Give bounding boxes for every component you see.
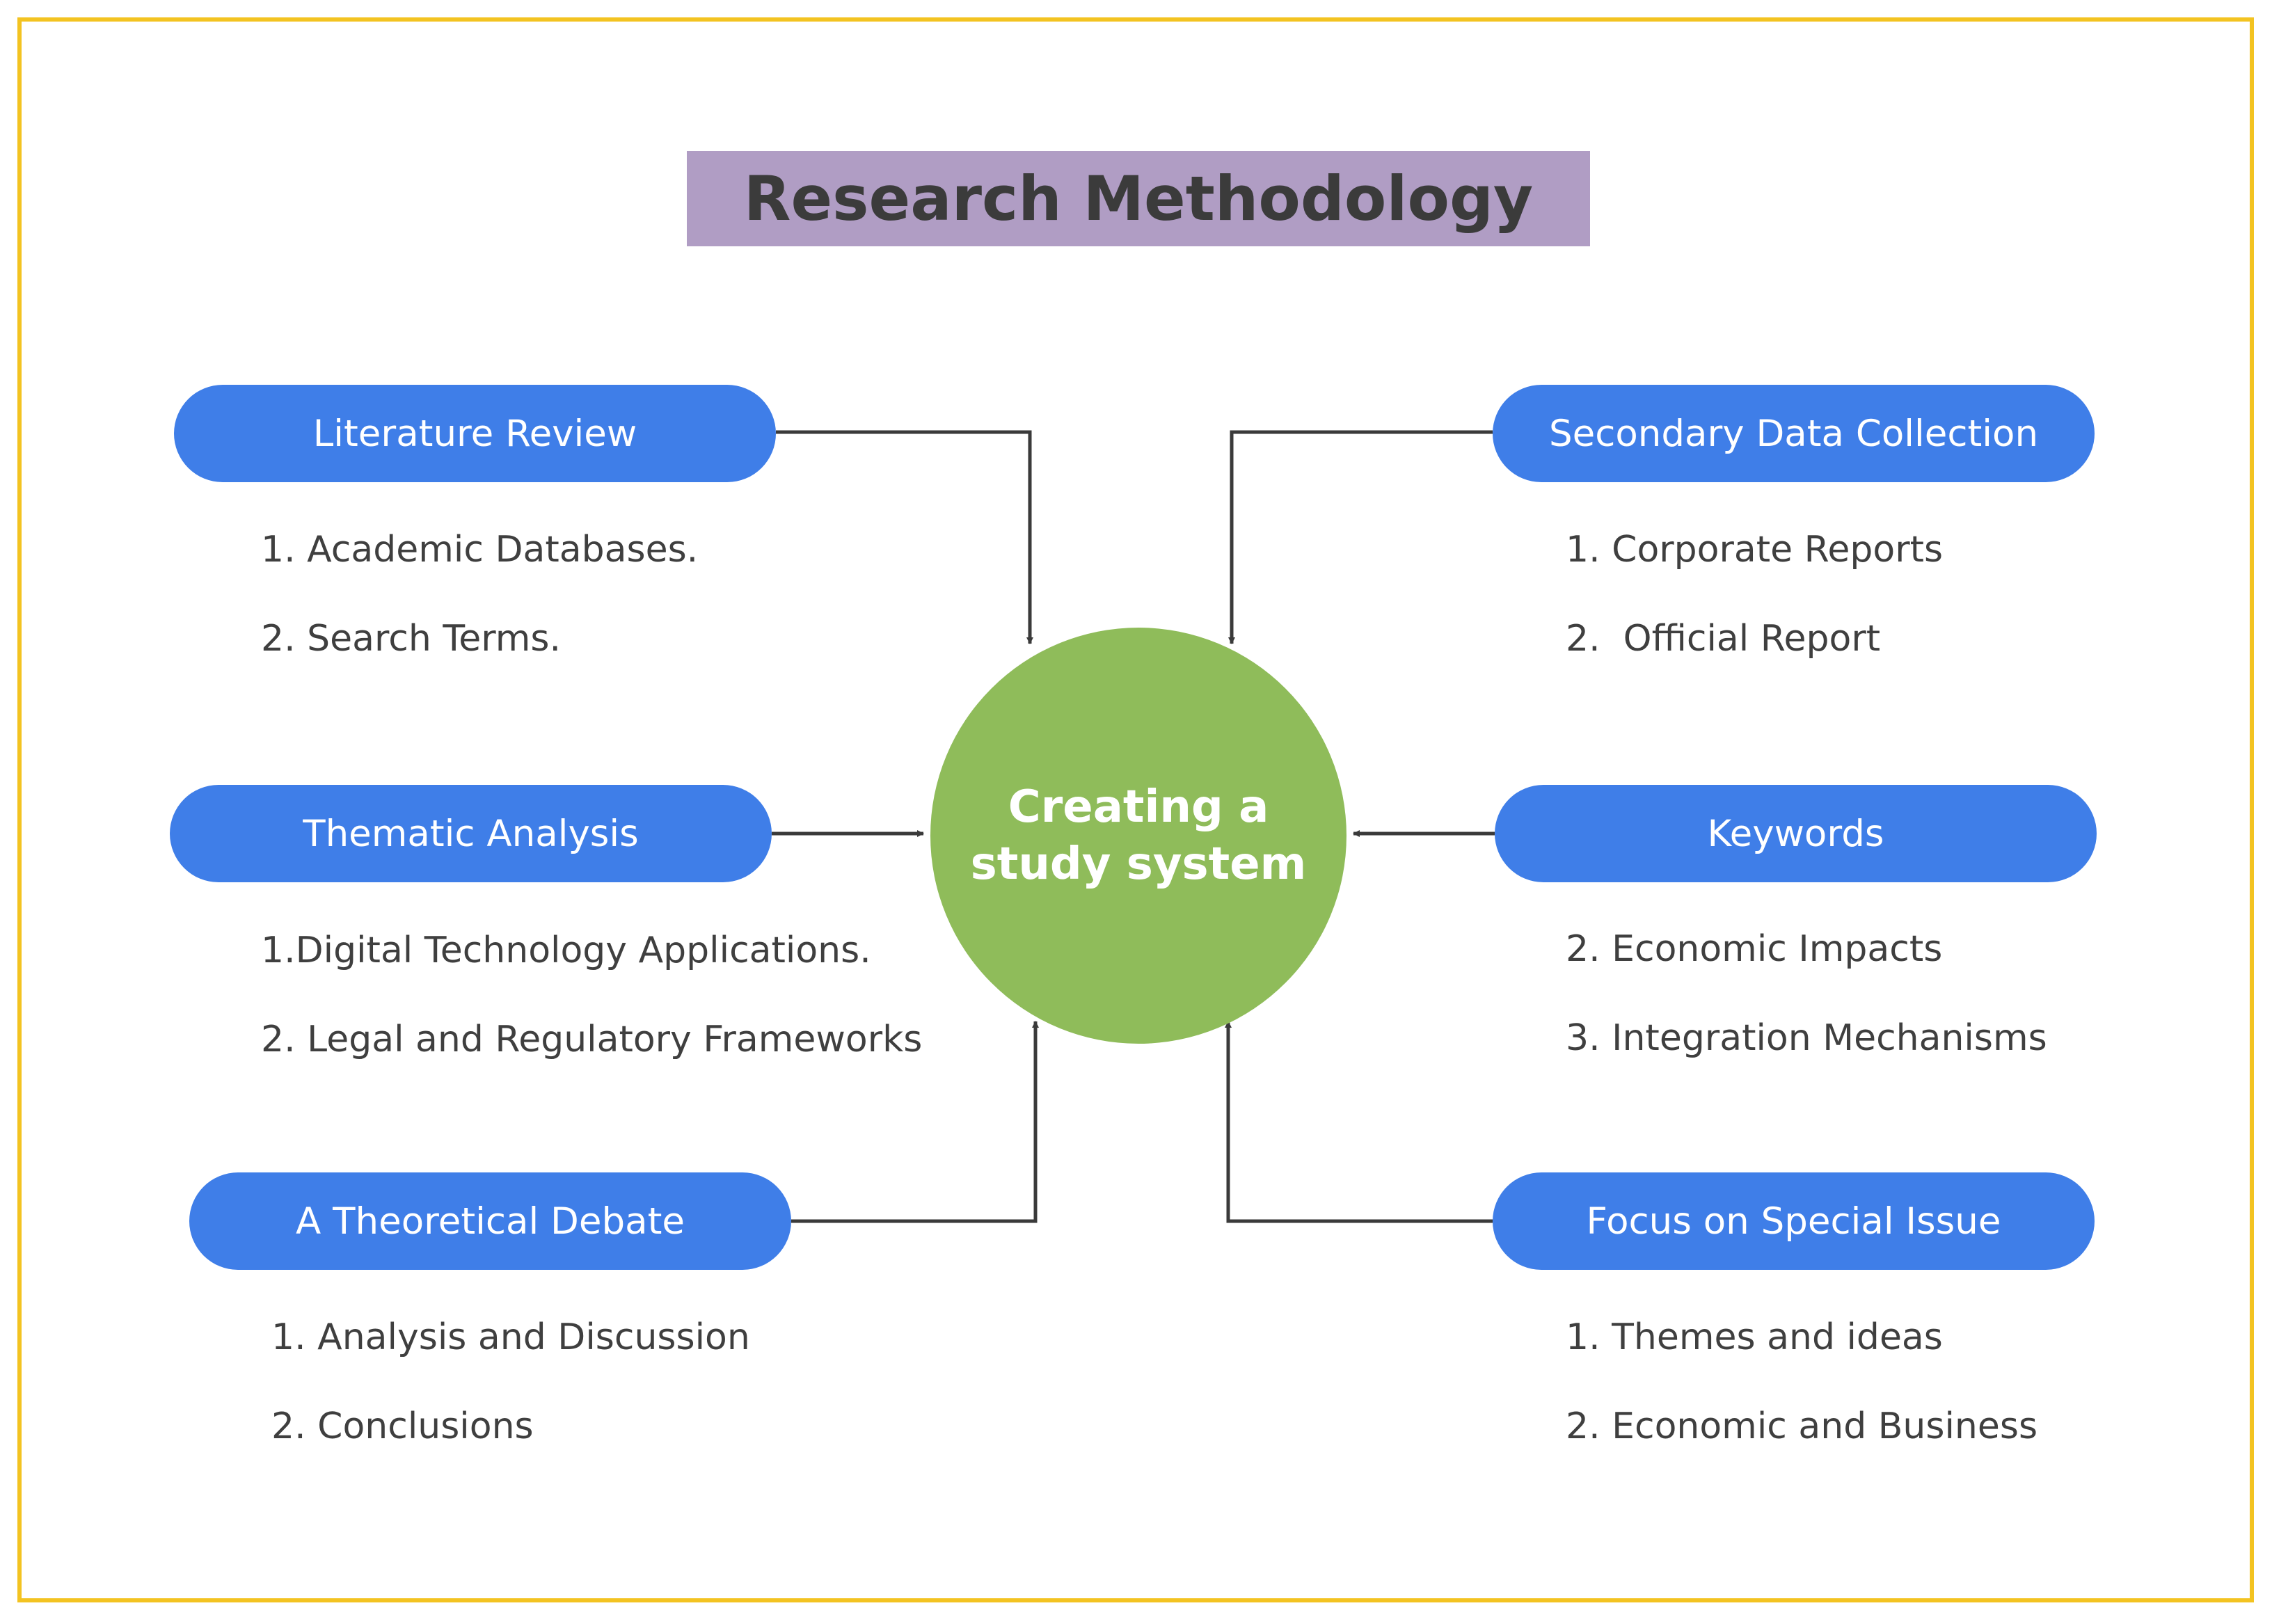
node-thematic-analysis: Thematic Analysis <box>170 785 772 882</box>
keywords-item-2: 3. Integration Mechanisms <box>1566 1017 2047 1059</box>
node-focus-special-issue-label: Focus on Special Issue <box>1586 1200 2001 1243</box>
node-secondary-data-collection-label: Secondary Data Collection <box>1548 412 2039 455</box>
node-literature-review-label: Literature Review <box>312 412 637 455</box>
center-node-label: Creating a study system <box>970 781 1307 890</box>
node-keywords: Keywords <box>1495 785 2097 882</box>
keywords-item-1: 2. Economic Impacts <box>1566 928 1943 970</box>
secondary-data-item-1: 1. Corporate Reports <box>1566 529 1944 571</box>
diagram-frame <box>17 17 2254 1602</box>
node-keywords-label: Keywords <box>1707 812 1884 855</box>
literature-review-item-2: 2. Search Terms. <box>261 618 561 660</box>
literature-review-item-1: 1. Academic Databases. <box>261 529 699 571</box>
connector-special-issue <box>1225 1021 1493 1223</box>
node-focus-special-issue: Focus on Special Issue <box>1493 1172 2095 1270</box>
secondary-data-item-2: 2. Official Report <box>1566 618 1881 660</box>
diagram-title: Research Methodology <box>687 151 1590 246</box>
connector-literature-review <box>776 430 1033 644</box>
theoretical-debate-item-2: 2. Conclusions <box>271 1406 534 1447</box>
special-issue-item-2: 2. Economic and Business <box>1566 1406 2038 1447</box>
connector-secondary-data <box>1228 430 1493 644</box>
node-secondary-data-collection: Secondary Data Collection <box>1493 385 2095 482</box>
center-node: Creating a study system <box>930 628 1346 1044</box>
theoretical-debate-item-1: 1. Analysis and Discussion <box>271 1316 750 1358</box>
special-issue-item-1: 1. Themes and ideas <box>1566 1316 1943 1358</box>
thematic-analysis-item-2: 2. Legal and Regulatory Frameworks <box>261 1019 923 1060</box>
node-thematic-analysis-label: Thematic Analysis <box>303 812 639 855</box>
node-theoretical-debate: A Theoretical Debate <box>189 1172 791 1270</box>
node-literature-review: Literature Review <box>174 385 776 482</box>
connector-theoretical-debate <box>791 1021 1039 1223</box>
node-theoretical-debate-label: A Theoretical Debate <box>296 1200 685 1243</box>
thematic-analysis-item-1: 1.Digital Technology Applications. <box>261 930 871 971</box>
